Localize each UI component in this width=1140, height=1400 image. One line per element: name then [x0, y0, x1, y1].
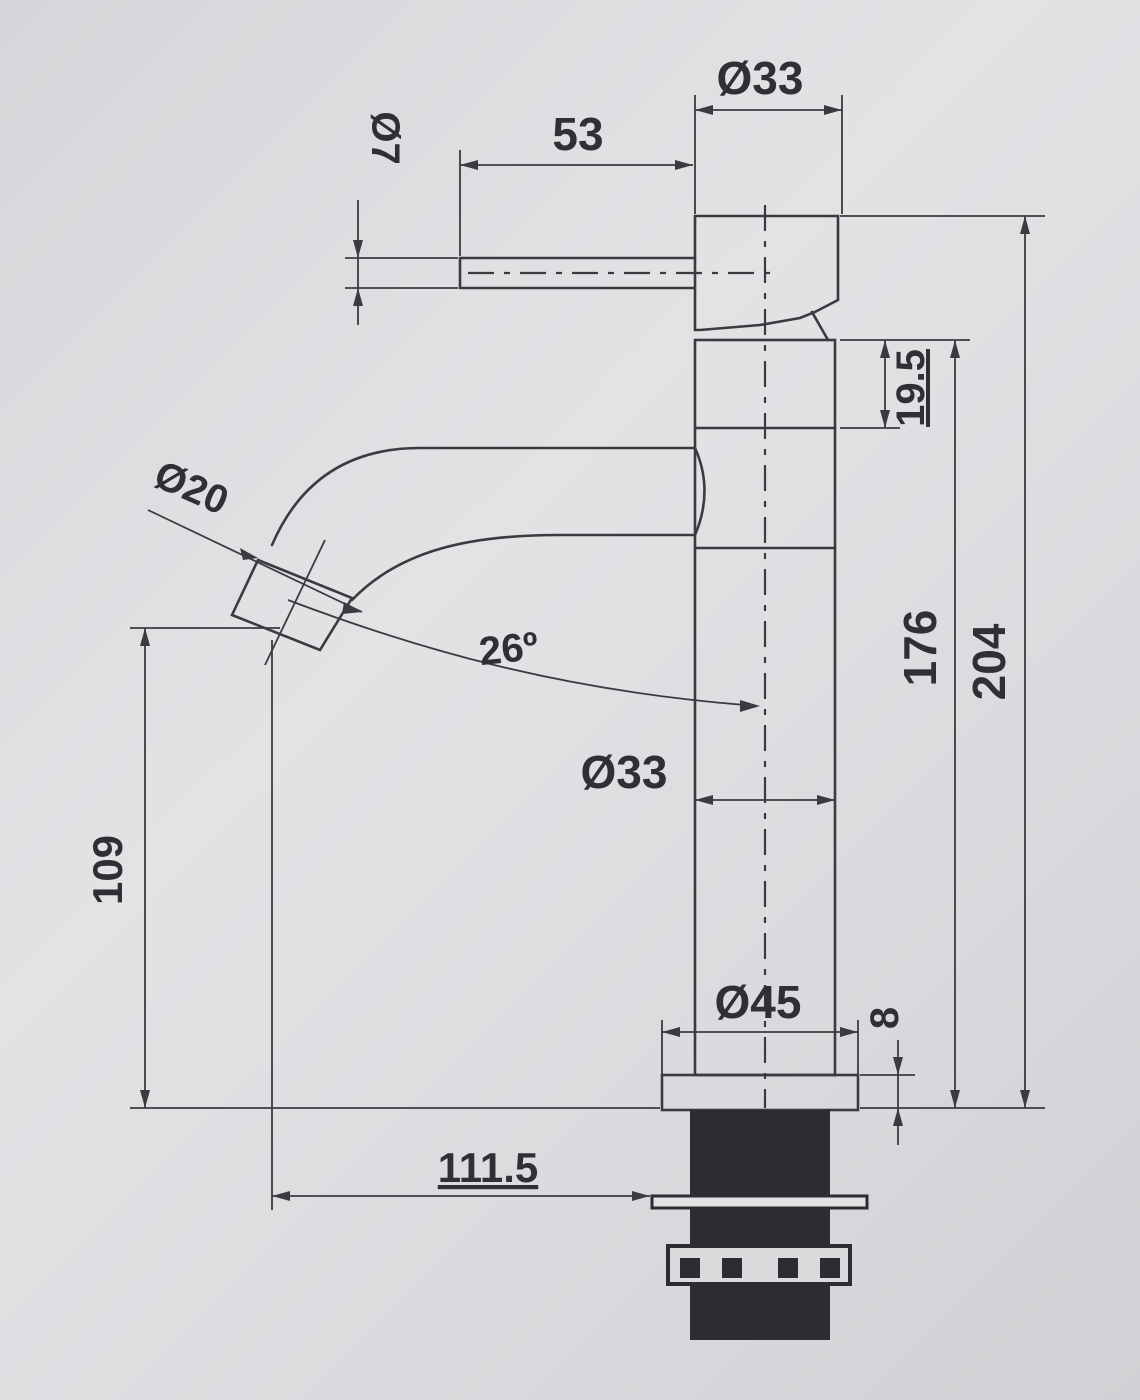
body-diameter-label: Ø33 — [581, 746, 668, 798]
rod-arrow-bottom — [353, 288, 363, 306]
spout-height-arrow-bottom — [140, 1090, 150, 1108]
shank-washer — [650, 1194, 869, 1210]
spout-reach-arrow-right — [632, 1191, 650, 1201]
height-to-cap-label: 176 — [894, 610, 946, 687]
handle-length-arrow-left — [460, 160, 478, 170]
handle-diameter-label: Ø7 — [363, 111, 407, 164]
cap-diameter-label: Ø33 — [717, 52, 804, 104]
height-to-cap-arrow-top — [950, 340, 960, 358]
spout-reach-label: 111.5 — [438, 1144, 538, 1191]
cartridge-arrow-bottom — [880, 410, 890, 428]
angle-arc — [287, 599, 746, 706]
cap-arrow-right — [824, 105, 842, 115]
base-dia-arrow-left — [662, 1027, 680, 1037]
total-height-arrow-top — [1020, 216, 1030, 234]
handle-block-outline — [693, 214, 840, 332]
spout-angle-label: 26º — [477, 624, 540, 674]
handle-rod-outline — [458, 256, 697, 290]
base-diameter-label: Ø45 — [715, 976, 802, 1028]
cartridge-arrow-top — [880, 340, 890, 358]
spout-dia-arrow-2 — [342, 602, 362, 614]
spout-reach-arrow-left — [272, 1191, 290, 1201]
spout-height-label: 109 — [84, 835, 131, 905]
rod-arrow-top — [353, 240, 363, 258]
threaded-shank — [690, 1110, 830, 1340]
base-flange-outline — [660, 1073, 860, 1112]
handle-length-label: 53 — [552, 108, 603, 160]
spout-height-arrow-top — [140, 628, 150, 646]
nut-slots — [680, 1258, 840, 1278]
base-thick-arrow-top — [893, 1057, 903, 1075]
body-dia-arrow-right — [817, 795, 835, 805]
base-thickness-label: 8 — [863, 1007, 907, 1029]
base-thick-arrow-bottom — [893, 1108, 903, 1126]
spout-dia-arrow — [240, 548, 258, 560]
handle-length-arrow-right — [675, 160, 693, 170]
cartridge-height-label: 19.5 — [889, 349, 933, 427]
spout-diameter-label: Ø20 — [148, 453, 235, 524]
total-height-label: 204 — [963, 623, 1015, 700]
total-height-arrow-bottom — [1020, 1090, 1030, 1108]
spout-tip-outline — [230, 558, 354, 652]
spout-outline — [270, 446, 706, 602]
lever-nub — [810, 310, 830, 342]
base-dia-arrow-right — [840, 1027, 858, 1037]
cap-arrow-left — [695, 105, 713, 115]
height-to-cap-arrow-bottom — [950, 1090, 960, 1108]
spout-dia-leader — [147, 509, 363, 613]
angle-arrow — [740, 700, 760, 712]
body-dia-arrow-left — [695, 795, 713, 805]
